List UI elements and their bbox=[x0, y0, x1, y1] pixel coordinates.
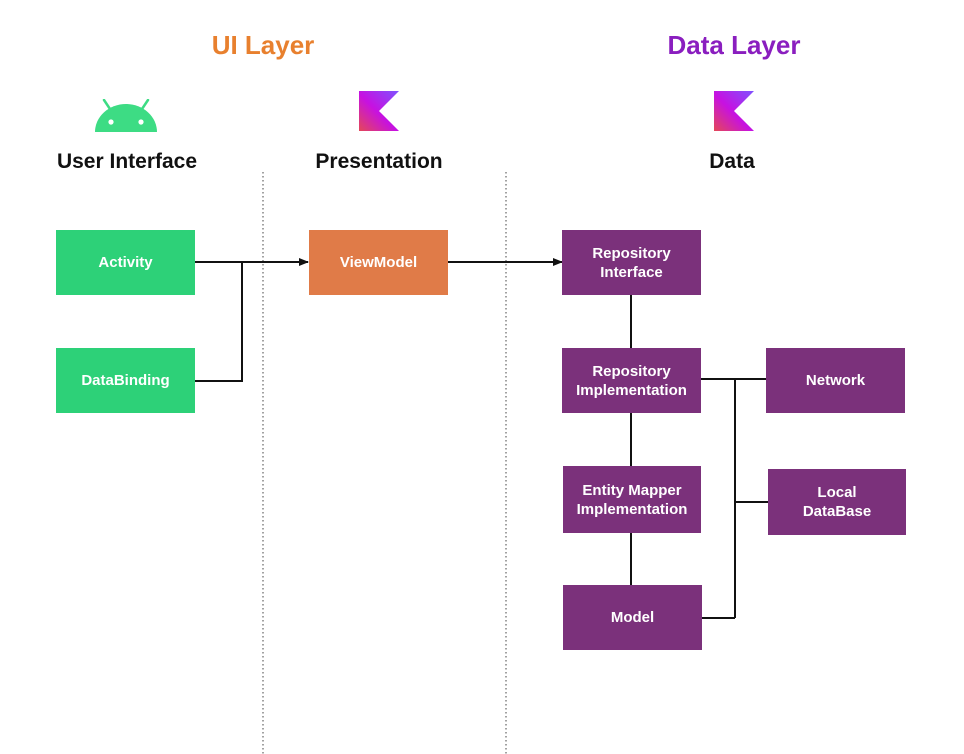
activity-label: Activity bbox=[98, 254, 153, 271]
repository-implementation-box: Repository Implementation bbox=[562, 348, 701, 413]
model-box: Model bbox=[563, 585, 702, 650]
repository-interface-line1: Repository bbox=[592, 244, 671, 262]
data-layer-title: Data Layer bbox=[667, 30, 801, 60]
databinding-label: DataBinding bbox=[81, 372, 170, 389]
repository-interface-box: Repository Interface bbox=[562, 230, 701, 295]
repository-interface-line2: Interface bbox=[600, 263, 663, 281]
model-label: Model bbox=[610, 609, 655, 626]
kotlin-icon bbox=[359, 91, 399, 131]
android-icon bbox=[95, 99, 157, 132]
ui-layer-title: UI Layer bbox=[211, 30, 315, 60]
viewmodel-box: ViewModel bbox=[309, 230, 448, 295]
databinding-box: DataBinding bbox=[56, 348, 195, 413]
activity-box: Activity bbox=[56, 230, 195, 295]
user-interface-title: User Interface bbox=[56, 150, 198, 173]
connector-databinding bbox=[195, 262, 243, 382]
repository-implementation-line2: Implementation bbox=[576, 381, 687, 399]
local-database-line2: DataBase bbox=[802, 503, 872, 520]
data-title: Data bbox=[709, 150, 755, 173]
entity-mapper-box: Entity Mapper Implementation bbox=[563, 466, 701, 533]
entity-mapper-line1: Entity Mapper bbox=[582, 481, 682, 499]
network-box: Network bbox=[766, 348, 905, 413]
network-label: Network bbox=[805, 372, 866, 389]
viewmodel-label: ViewModel bbox=[339, 254, 418, 271]
kotlin-icon bbox=[714, 91, 754, 131]
presentation-title: Presentation bbox=[315, 150, 443, 173]
entity-mapper-line2: Implementation bbox=[576, 500, 688, 518]
local-database-line1: Local bbox=[817, 484, 857, 501]
repository-implementation-line1: Repository bbox=[592, 362, 671, 380]
local-database-box: Local DataBase bbox=[768, 469, 906, 535]
